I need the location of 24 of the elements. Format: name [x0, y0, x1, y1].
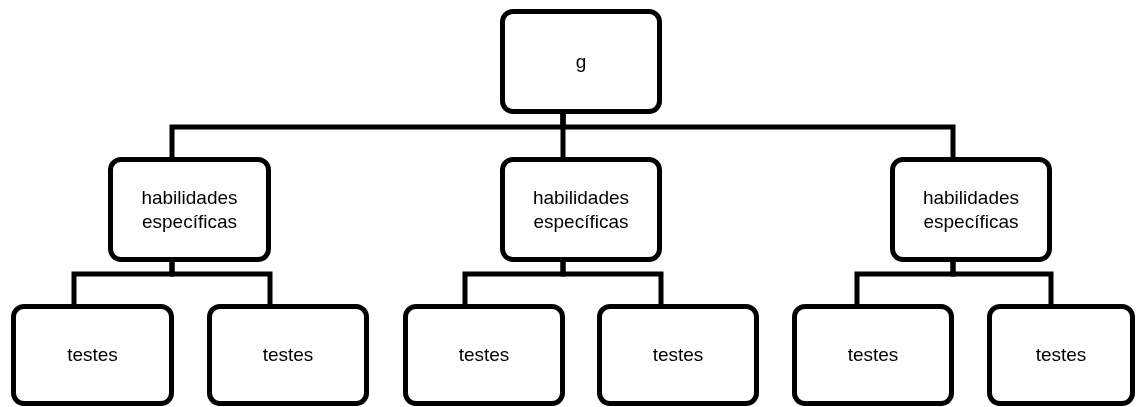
- connector-line: [950, 262, 1054, 304]
- node-box: [500, 9, 662, 114]
- node-label: g: [575, 49, 587, 74]
- node-box: [597, 304, 759, 406]
- node-box: [987, 304, 1135, 406]
- node-label: habilidades específicas: [531, 185, 631, 234]
- node-label: habilidades específicas: [921, 185, 1021, 234]
- node-label: testes: [67, 343, 118, 367]
- node-box: [108, 157, 271, 262]
- connector-line: [560, 262, 664, 304]
- node-box: [500, 157, 662, 262]
- connector-line: [169, 262, 273, 304]
- node-label: testes: [458, 343, 510, 367]
- node-box: [207, 304, 369, 406]
- node-box: [792, 304, 954, 406]
- node-label: testes: [652, 343, 704, 367]
- node-box: [890, 157, 1052, 262]
- node-label: testes: [262, 343, 314, 367]
- node-box: [11, 304, 174, 406]
- node-label: habilidades específicas: [140, 185, 239, 234]
- node-box: [403, 304, 565, 406]
- node-label: testes: [1035, 343, 1087, 367]
- node-label: testes: [847, 343, 899, 367]
- connector-line: [560, 114, 956, 157]
